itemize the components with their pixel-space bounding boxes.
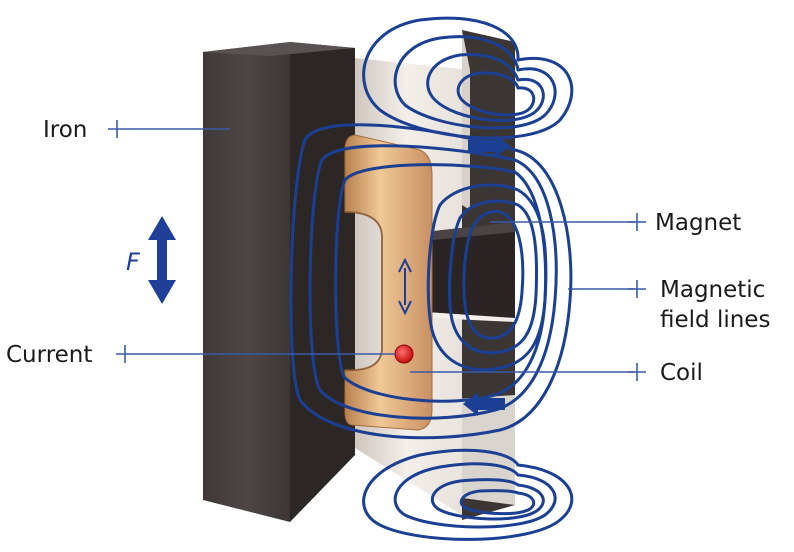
force-arrow-icon bbox=[148, 216, 176, 304]
current-label: Current bbox=[6, 342, 92, 368]
magnet-label: Magnet bbox=[655, 210, 741, 236]
coil-motion-arrow-icon bbox=[398, 257, 412, 316]
iron-label: Iron bbox=[43, 117, 87, 143]
current-dot-icon bbox=[394, 344, 414, 364]
coil-leader bbox=[410, 363, 646, 381]
force-label: F bbox=[126, 248, 141, 276]
magnet-core bbox=[425, 222, 515, 318]
flow-arrow-right-icon bbox=[468, 134, 510, 158]
coil-label: Coil bbox=[660, 360, 703, 386]
iron-block bbox=[203, 42, 355, 522]
flow-arrow-left-icon bbox=[463, 392, 505, 416]
field-lines-label-line-2: field lines bbox=[660, 307, 770, 333]
magnet-leader bbox=[490, 213, 646, 231]
magnetic-field-lines bbox=[289, 16, 574, 541]
magnet-assembly bbox=[355, 30, 515, 520]
field-lines-leader bbox=[568, 280, 646, 298]
iron-leader bbox=[108, 120, 230, 138]
field-lines-label-line-1: Magnetic bbox=[660, 277, 765, 303]
current-leader bbox=[116, 345, 395, 363]
